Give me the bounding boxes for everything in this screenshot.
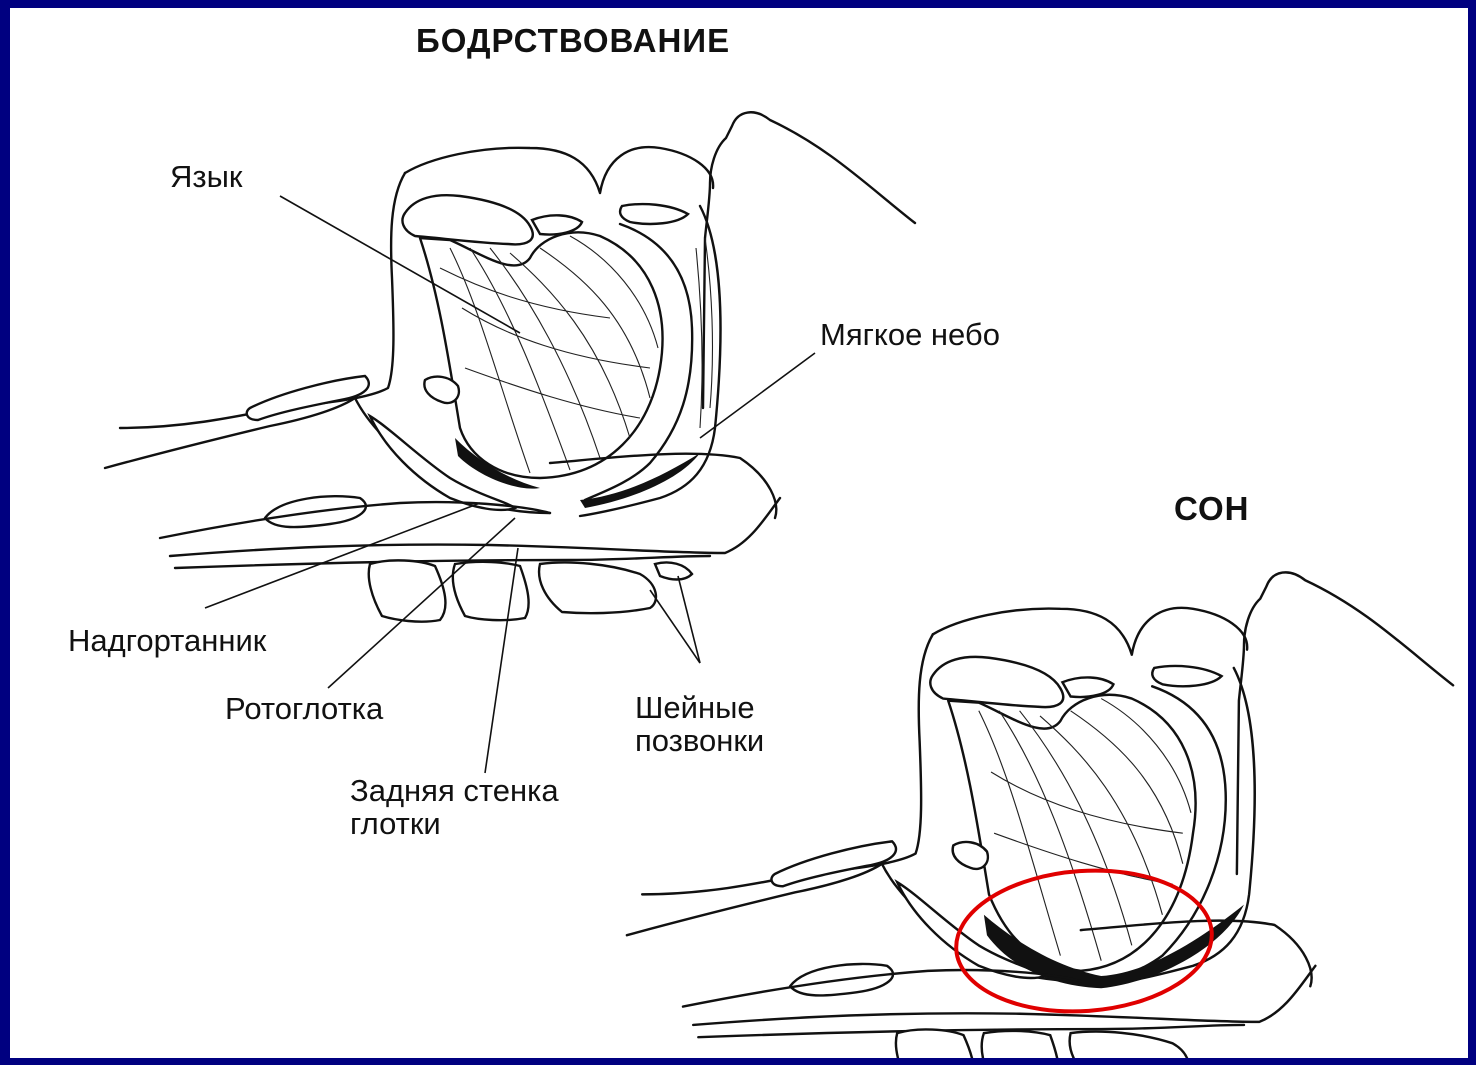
sleep-airway-tube (683, 966, 1315, 1025)
label-cervical-vertebrae-2: позвонки (635, 724, 764, 758)
awake-vertebra-3 (539, 562, 656, 613)
label-posterior-wall-2: глотки (350, 807, 441, 841)
awake-jaw-bone (247, 376, 369, 420)
awake-vertebra-4 (655, 562, 692, 579)
label-tongue: Язык (170, 160, 242, 194)
label-epiglottis: Надгортанник (68, 624, 266, 658)
awake-face-profile (703, 112, 915, 408)
awake-tongue-fibers (440, 236, 658, 473)
awake-vertebra-2 (453, 562, 529, 620)
sleep-face-profile (1237, 572, 1453, 874)
awake-pharynx-wall (580, 206, 720, 516)
leader-vertebrae-b (678, 576, 700, 663)
sleep-hyoid-bone (953, 842, 988, 869)
slide: БОДРСТВОВАНИЕ СОН (10, 8, 1468, 1058)
awake-lips (405, 147, 713, 193)
awake-neck-line (175, 556, 710, 568)
label-posterior-wall-1: Задняя стенка (350, 774, 559, 808)
label-cervical-vertebrae-1: Шейные (635, 691, 755, 725)
sleep-neck-line (698, 1025, 1244, 1037)
sleep-vertebra-2 (982, 1031, 1059, 1058)
label-soft-palate: Мягкое небо (820, 318, 1000, 352)
sleep-lips (933, 608, 1247, 655)
awake-airway-diagram (105, 112, 915, 773)
sleep-vertebra-1 (896, 1029, 974, 1058)
sleep-airway-diagram (627, 572, 1453, 1058)
awake-posterior-tissue (550, 454, 776, 518)
awake-hyoid-bone (424, 377, 459, 403)
leader-vertebrae-a (650, 590, 700, 663)
sleep-pharynx-wall (1111, 668, 1254, 984)
sleep-vertebra-3 (1070, 1032, 1189, 1058)
awake-epiglottis (370, 416, 515, 510)
sleep-jaw-bone (771, 841, 896, 886)
sleep-tongue-fibers (979, 699, 1191, 961)
label-oropharynx: Ротоглотка (225, 692, 383, 726)
awake-incisor-bone (620, 204, 688, 224)
sleep-tongue (948, 695, 1195, 971)
sleep-incisor-bone (1152, 666, 1221, 686)
